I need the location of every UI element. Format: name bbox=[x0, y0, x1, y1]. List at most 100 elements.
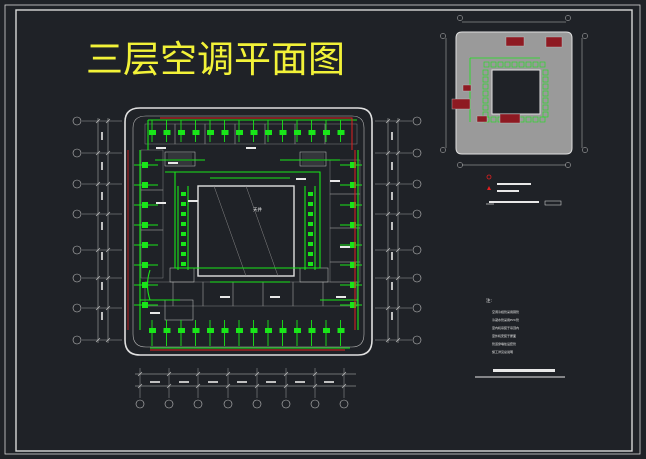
dimension-tick bbox=[385, 305, 391, 311]
dimension-tick bbox=[395, 118, 401, 124]
key-plan-dimensions bbox=[440, 15, 588, 168]
indoor-unit bbox=[142, 202, 148, 208]
dimension-tick bbox=[95, 337, 101, 343]
dimension-tick bbox=[385, 337, 391, 343]
indoor-unit bbox=[181, 252, 186, 256]
indoor-unit bbox=[279, 328, 287, 333]
indoor-unit bbox=[221, 328, 229, 333]
core-room bbox=[164, 299, 194, 321]
dimension-text bbox=[101, 132, 103, 140]
legend-symbol bbox=[486, 174, 492, 180]
duct-run bbox=[210, 177, 290, 283]
room-label bbox=[336, 296, 346, 298]
dimension-tick bbox=[385, 247, 391, 253]
dimension-tick bbox=[105, 337, 111, 343]
dimension-tick bbox=[341, 383, 347, 389]
key-plan bbox=[440, 15, 588, 168]
outdoor-unit-slot bbox=[542, 111, 549, 118]
outdoor-unit-slot bbox=[482, 76, 489, 83]
axis-bubble bbox=[412, 303, 422, 313]
outdoor-unit-slot bbox=[504, 61, 511, 68]
outdoor-unit-slot bbox=[542, 69, 549, 76]
notes-bar bbox=[493, 369, 555, 372]
room bbox=[292, 281, 324, 307]
indoor-unit bbox=[163, 130, 171, 135]
outdoor-unit-slot bbox=[525, 116, 532, 123]
refrigerant-pipe bbox=[150, 117, 356, 351]
indoor-unit bbox=[142, 222, 148, 228]
outdoor-unit-slot bbox=[490, 61, 497, 68]
outdoor-unit-slot bbox=[482, 104, 489, 111]
legend-text bbox=[497, 183, 531, 185]
dimension-tick bbox=[283, 371, 289, 377]
outdoor-unit-slot bbox=[539, 116, 546, 123]
room-label bbox=[270, 296, 280, 298]
courtyard bbox=[197, 185, 295, 277]
axis-bubble bbox=[135, 399, 145, 409]
room-label bbox=[340, 246, 350, 248]
outdoor-unit-slot bbox=[490, 116, 497, 123]
dimension-tick bbox=[105, 211, 111, 217]
dimension-text bbox=[391, 282, 393, 290]
indoor-unit bbox=[323, 130, 330, 135]
indoor-unit bbox=[181, 212, 186, 216]
room-label bbox=[296, 178, 306, 180]
dimension-tick bbox=[385, 275, 391, 281]
indoor-unit bbox=[350, 202, 356, 208]
axis-bubble bbox=[412, 245, 422, 255]
dimension-tick bbox=[254, 371, 260, 377]
axis-bubble bbox=[412, 273, 422, 283]
note-line: 室外机安装于屋面 bbox=[492, 333, 516, 338]
indoor-unit bbox=[221, 130, 229, 135]
indoor-unit bbox=[181, 242, 186, 246]
dimension-tick bbox=[105, 150, 111, 156]
dimension-tick bbox=[95, 247, 101, 253]
room bbox=[140, 229, 164, 279]
dimension-tick bbox=[395, 181, 401, 187]
ac-indoor-units bbox=[142, 130, 356, 333]
outdoor-unit-slot bbox=[542, 83, 549, 90]
room bbox=[329, 261, 361, 283]
axis-bubble bbox=[412, 179, 422, 189]
room-label bbox=[188, 200, 198, 202]
axis-bubble bbox=[412, 209, 422, 219]
indoor-unit bbox=[308, 212, 313, 216]
indoor-unit bbox=[308, 192, 313, 196]
axis-bubble bbox=[440, 33, 446, 39]
indoor-unit bbox=[308, 262, 313, 266]
indoor-unit bbox=[181, 262, 186, 266]
axis-bubble bbox=[72, 148, 82, 158]
axis-bubble bbox=[72, 245, 82, 255]
dimension-tick bbox=[385, 181, 391, 187]
key-plan-courtyard bbox=[491, 69, 541, 115]
room bbox=[262, 281, 294, 307]
notes-heading: 注: bbox=[486, 297, 492, 304]
outdoor-unit-slot bbox=[542, 76, 549, 83]
courtyard-slope-line bbox=[245, 185, 279, 277]
indoor-unit bbox=[207, 130, 214, 135]
indoor-unit bbox=[308, 328, 316, 333]
dimension-tick bbox=[166, 383, 172, 389]
room bbox=[144, 281, 174, 307]
indoor-unit bbox=[181, 222, 186, 226]
dimension-text bbox=[391, 132, 393, 140]
dimension-tick bbox=[395, 305, 401, 311]
room bbox=[202, 281, 234, 307]
outdoor-unit bbox=[499, 113, 521, 124]
dimension-tick bbox=[166, 371, 172, 377]
outdoor-unit-slot bbox=[483, 61, 490, 68]
indoor-unit bbox=[149, 328, 156, 333]
indoor-unit bbox=[192, 328, 200, 333]
dimension-tick bbox=[341, 371, 347, 377]
axis-bubble bbox=[412, 335, 422, 345]
indoor-unit bbox=[337, 130, 345, 135]
dimension-text bbox=[391, 252, 393, 260]
outdoor-unit-slot bbox=[482, 69, 489, 76]
outdoor-unit-slot bbox=[482, 90, 489, 97]
indoor-unit bbox=[350, 162, 356, 168]
dimension-text bbox=[324, 381, 334, 383]
room-label bbox=[220, 296, 230, 298]
building-inner-outline bbox=[132, 115, 365, 348]
duct-run bbox=[165, 171, 321, 269]
